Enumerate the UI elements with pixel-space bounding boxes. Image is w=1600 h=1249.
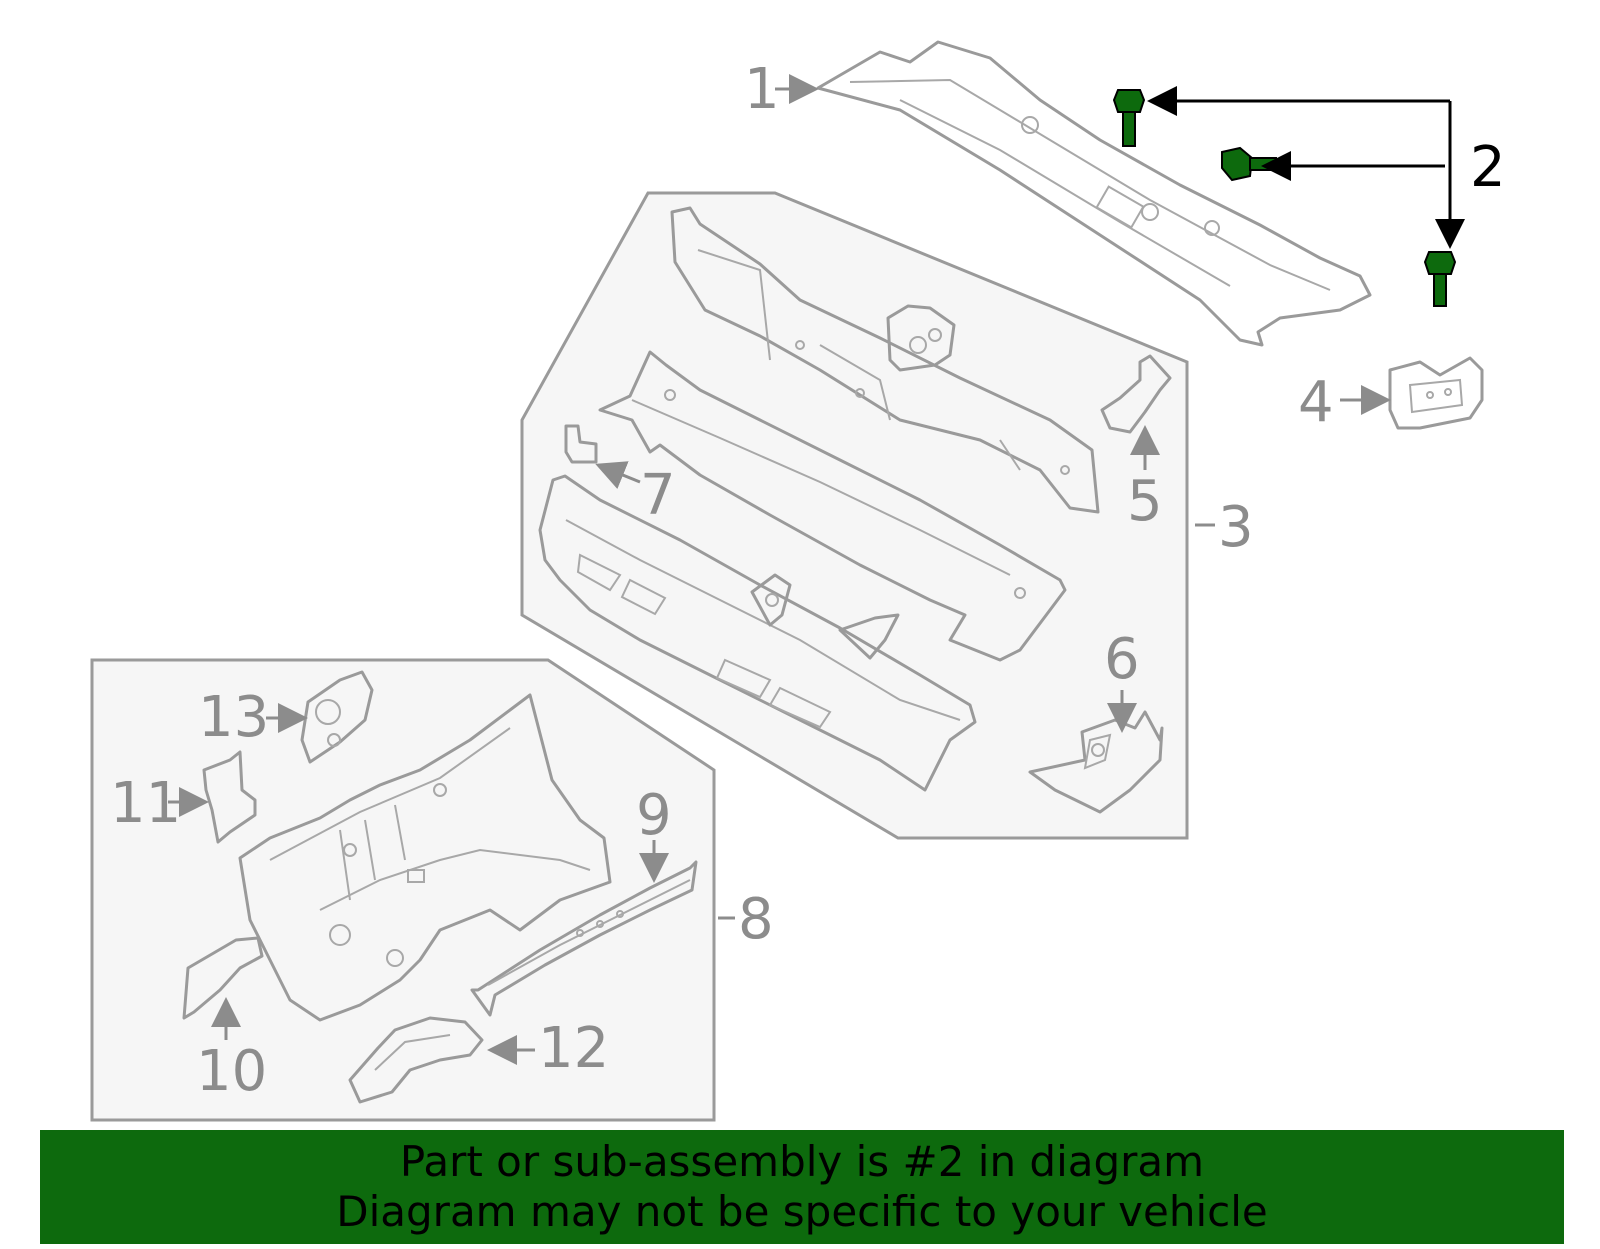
callout-2: 2 [1470,135,1506,200]
callout-9: 9 [636,783,672,848]
info-banner: Part or sub-assembly is #2 in diagram Di… [40,1130,1564,1244]
callout-10: 10 [196,1039,267,1104]
part-4-bracket[interactable] [1388,356,1484,430]
part-1-cowl-panel[interactable] [816,40,1372,347]
callout-5: 5 [1127,469,1163,534]
callout-3: 3 [1218,495,1254,560]
part-3-dash-panel-group[interactable] [538,206,1100,792]
callout-1: 1 [744,57,780,122]
group-box-8 [90,658,716,1122]
callout-4: 4 [1298,370,1334,435]
bolt-icon [1112,89,1146,147]
banner-line-2: Diagram may not be specific to your vehi… [336,1187,1268,1236]
callout-13: 13 [198,685,269,750]
bolt-icon [1221,146,1277,182]
callout-11: 11 [110,771,181,836]
callout-12: 12 [538,1016,609,1081]
part-8-dash-lower-group[interactable] [182,670,698,1104]
callout-7: 7 [640,463,676,528]
banner-line-1: Part or sub-assembly is #2 in diagram [399,1137,1205,1186]
bolt-icon [1423,251,1457,307]
part-7-clip[interactable] [564,424,598,464]
callout-8: 8 [738,887,774,952]
part-2-bolts[interactable] [1112,89,1457,307]
callout-6: 6 [1104,627,1140,692]
group-box-3 [520,191,1189,840]
